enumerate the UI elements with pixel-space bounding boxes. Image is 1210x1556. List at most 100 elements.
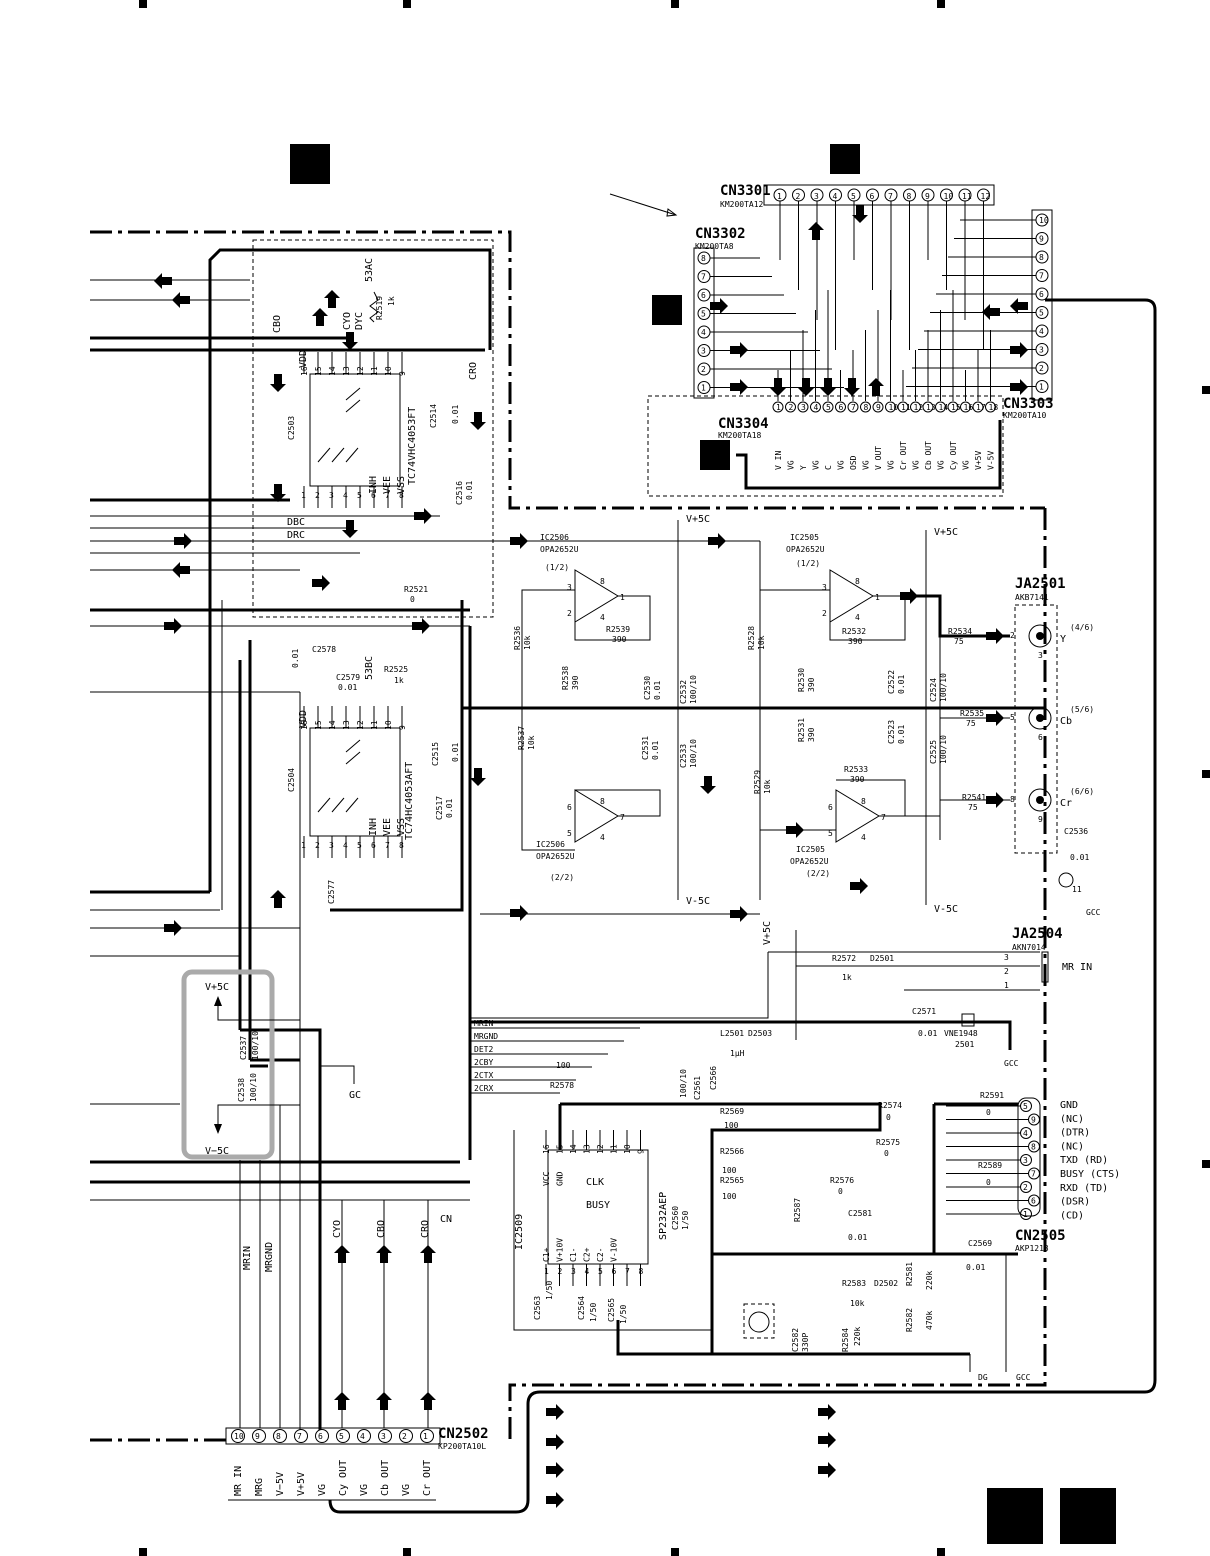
c2516-value: 0.01 — [465, 481, 474, 500]
cn3301-pin-num-1: 1 — [777, 192, 782, 201]
cn2505-signal-3: (NC) — [1060, 1141, 1084, 1152]
pin-vee: VEE — [382, 476, 393, 494]
cn3304-pin-num-9: 9 — [876, 403, 881, 412]
cn3302-pin-num-5: 5 — [701, 310, 706, 319]
c2564-label: C2564 — [577, 1296, 586, 1320]
ja2501-jack-cr — [1028, 788, 1052, 812]
cn3304-pin-2 — [785, 401, 796, 413]
cn3303-pin-num-9: 9 — [1039, 235, 1044, 244]
ic-upper-pin-top-13: 13 — [342, 366, 351, 376]
r2531-value: 390 — [807, 727, 816, 742]
r2537-value: 10k — [527, 735, 536, 750]
rail-vp5c-2: V+5C — [934, 527, 958, 538]
cn2502-name: CN2502 — [438, 1426, 489, 1442]
ic2505b-part: OPA2652U — [790, 857, 829, 866]
r2569-label: R2569 — [720, 1107, 744, 1116]
opamp-0-pin8: 8 — [600, 577, 605, 586]
arrow-down-55 — [852, 205, 868, 223]
arrow-right-24 — [546, 1434, 564, 1450]
board-borders — [90, 193, 1047, 1442]
cn3304-sig-8: VG — [862, 460, 871, 470]
d2503-label: D2503 — [748, 1029, 772, 1038]
c2560-value: 1/50 — [681, 1211, 690, 1230]
r2529-label: R2529 — [753, 770, 762, 794]
arrow-right-15 — [730, 906, 748, 922]
c2532-value: 100/10 — [689, 675, 698, 704]
cn3301-pin-num-2: 2 — [796, 192, 801, 201]
r2532-value: 390 — [848, 637, 863, 646]
r2521-value: 0 — [410, 595, 415, 604]
ic2509-pinname-5: C2+ — [583, 1247, 592, 1262]
cn2505-pin-num-1: 1 — [1023, 1210, 1028, 1219]
c2524-value: 100/10 — [939, 673, 948, 702]
cn2505-pin-num-2: 2 — [1023, 1183, 1028, 1192]
r2541-value: 75 — [968, 803, 978, 812]
arrow-right-21 — [1010, 342, 1028, 358]
cn3304-name: CN3304 — [718, 416, 769, 432]
cn3304-pin-num-6: 6 — [839, 403, 844, 412]
opamp-0-pin-a: 3 — [567, 583, 572, 592]
d2501-label: D2501 — [870, 954, 894, 963]
r2519-label: R2519 — [375, 296, 384, 320]
ic2509-pinname-0: VCC — [542, 1171, 551, 1186]
highlight-box: V+5C V−5C C2537 100/10 C2538 100/10 GC — [181, 969, 361, 1160]
bus-2ctx: 2CTX — [474, 1071, 493, 1080]
arrow-right-7 — [900, 588, 918, 604]
cn3304-pin-num-8: 8 — [864, 403, 869, 412]
ic-upper-pin-top-14: 14 — [328, 366, 337, 376]
c2582-value: 330P — [801, 1333, 810, 1352]
ic-lower-pin-top-10: 10 — [384, 720, 393, 730]
ic2509-pin-top-11: 11 — [610, 1144, 619, 1154]
arrow-right-14 — [510, 905, 528, 921]
arrow-up-39 — [334, 1392, 350, 1410]
gnd-gcc-2: GCC — [1016, 1373, 1031, 1382]
ic-upper-pin-top-10: 10 — [384, 366, 393, 376]
gnd-gc: GC — [349, 1090, 361, 1101]
ic-lower-pin-bot-6: 6 — [371, 841, 376, 850]
ic-upper-pin-top-15: 15 — [314, 366, 323, 376]
ic2505a-ref: IC2505 — [790, 533, 819, 542]
r2582-value: 470k — [925, 1311, 934, 1330]
ic-lower-pin-top-15: 15 — [314, 720, 323, 730]
r2591-label: R2591 — [980, 1091, 1004, 1100]
ic-lower-pin-bot-2: 2 — [315, 841, 320, 850]
c2523-label: C2523 — [887, 720, 896, 744]
arrow-up-35 — [270, 890, 286, 908]
cn3304-pin-num-3: 3 — [801, 403, 806, 412]
arrow-right-20 — [730, 379, 748, 395]
cn3304-pin-num-11: 11 — [901, 403, 911, 412]
r2572-value: 1k — [842, 973, 852, 982]
ic-upper-pin-bot-6: 6 — [371, 491, 376, 500]
cn3304-sig-16: VG — [962, 460, 971, 470]
bus-2cby: 2CBY — [474, 1058, 493, 1067]
ic2509-pin-top-10: 10 — [623, 1144, 632, 1154]
cn3301-pin-num-4: 4 — [833, 192, 838, 201]
arrow-right-25 — [546, 1462, 564, 1478]
rail-vp5c-1: V+5C — [686, 514, 710, 525]
cn3301-pin-num-9: 9 — [925, 192, 930, 201]
cn2502-pin-num-3: 3 — [381, 1432, 386, 1441]
cn3304-sig-10: VG — [887, 460, 896, 470]
c2565-value: 1/50 — [619, 1305, 628, 1324]
cn3304-pin-14 — [935, 401, 946, 413]
r2572-label: R2572 — [832, 954, 856, 963]
cn3304-sig-15: Cy OUT — [949, 441, 958, 470]
cn3304-pin-num-10: 10 — [889, 403, 899, 412]
ic-upper-pin-bot-4: 4 — [343, 491, 348, 500]
cn3303-name: CN3303 — [1003, 396, 1054, 412]
arrow-up-40 — [376, 1392, 392, 1410]
c2536-value: 0.01 — [1070, 853, 1089, 862]
ic2509-clk: CLK — [586, 1177, 604, 1188]
rail-vm5c-2: V-5C — [934, 904, 958, 915]
r2581-value: 220k — [925, 1271, 934, 1290]
cn2502-signal-5: Cy OUT — [338, 1460, 349, 1496]
ic-lower-pin-bot-4: 4 — [343, 841, 348, 850]
cn3304-sig-7: OSD — [849, 455, 858, 470]
opamp-2-pin4: 4 — [855, 613, 860, 622]
arrow-right-18 — [414, 508, 432, 524]
hb-vplus5c: V+5C — [205, 982, 229, 993]
arrow-down-48 — [470, 412, 486, 430]
arrow-up-38 — [420, 1245, 436, 1263]
